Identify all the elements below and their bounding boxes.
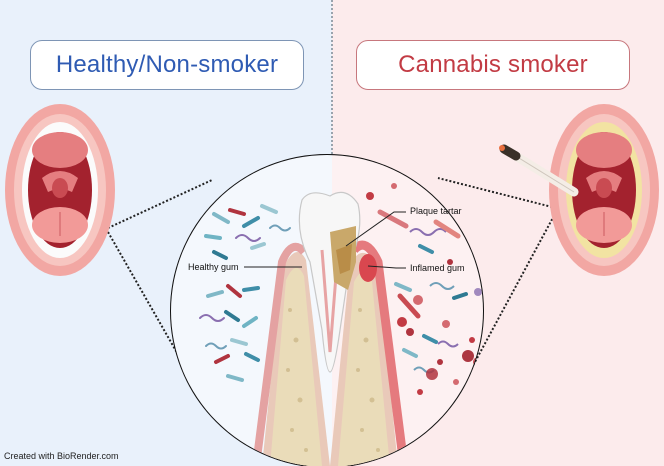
joint-icon [499,144,579,197]
healthy-bacteria [199,204,291,382]
healthy-gum-label: Healthy gum [188,262,239,272]
gum-bone [252,240,409,466]
tooth [298,191,361,373]
smoker-mouth [549,104,659,276]
healthy-mouth [5,104,115,276]
zoom-lines [107,177,557,387]
inflamed-gum-label: Inflamed gum [410,263,465,273]
credit-text: Created with BioRender.com [4,451,119,461]
label-leaders [244,211,406,269]
smoker-title: Cannabis smoker [356,40,630,90]
plaque-label: Plaque tartar [410,206,462,216]
pathogenic-bacteria [366,183,483,395]
healthy-title: Healthy/Non-smoker [30,40,304,90]
